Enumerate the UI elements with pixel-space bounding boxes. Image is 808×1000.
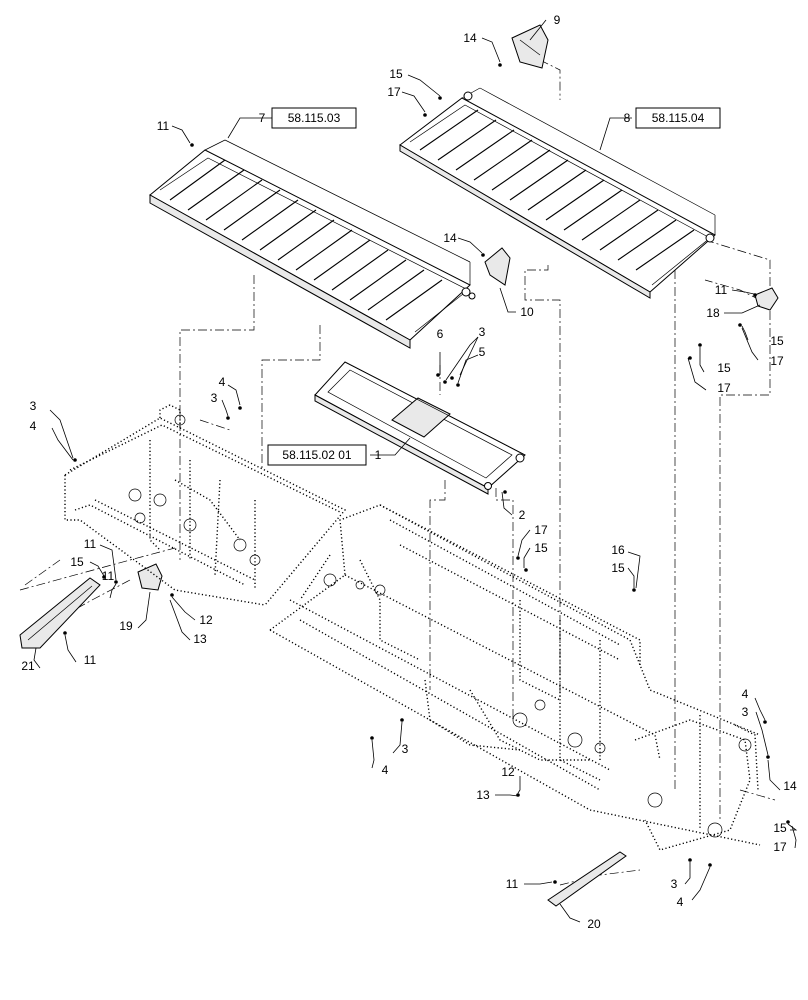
left-frame-assembly bbox=[64, 404, 347, 606]
callout-11: 11 bbox=[157, 119, 170, 133]
callout-15: 15 bbox=[534, 541, 548, 555]
callout-17: 17 bbox=[770, 354, 784, 368]
hardware-bolts bbox=[63, 63, 790, 884]
callout-7: 7 bbox=[259, 111, 266, 125]
callout-5: 5 bbox=[479, 345, 486, 359]
callout-11: 11 bbox=[84, 537, 97, 551]
callout-15: 15 bbox=[717, 361, 731, 375]
center-floor-panel bbox=[314, 361, 526, 495]
callout-4: 4 bbox=[219, 375, 226, 389]
callout-11: 11 bbox=[715, 283, 728, 297]
callout-4: 4 bbox=[30, 419, 37, 433]
callout-4: 4 bbox=[742, 687, 749, 701]
callout-9: 9 bbox=[554, 13, 561, 27]
strip-part-20 bbox=[547, 851, 627, 907]
callout-3: 3 bbox=[742, 705, 749, 719]
left-panel-slats bbox=[169, 159, 443, 321]
callout-14: 14 bbox=[463, 31, 477, 45]
shield-part-10 bbox=[484, 247, 511, 286]
callout-16: 16 bbox=[611, 543, 625, 557]
callout-15: 15 bbox=[70, 555, 84, 569]
callout-numbers: 9 14 15 17 11 7 8 14 10 11 18 15 17 15 1… bbox=[21, 13, 797, 931]
callout-12: 12 bbox=[199, 613, 213, 627]
ref-text-58-115-03: 58.115.03 bbox=[288, 111, 341, 125]
shield-part-21 bbox=[19, 577, 101, 649]
callout-14: 14 bbox=[443, 231, 457, 245]
callout-15: 15 bbox=[773, 821, 787, 835]
callout-3: 3 bbox=[671, 877, 678, 891]
callout-14: 14 bbox=[783, 779, 797, 793]
callout-19: 19 bbox=[119, 619, 133, 633]
callout-15: 15 bbox=[611, 561, 625, 575]
reference-label-58-115-04: 58.115.04 bbox=[635, 107, 721, 129]
callout-3: 3 bbox=[30, 399, 37, 413]
callout-18: 18 bbox=[706, 306, 720, 320]
callout-4: 4 bbox=[382, 763, 389, 777]
callout-17: 17 bbox=[534, 523, 548, 537]
callout-13: 13 bbox=[193, 632, 207, 646]
callout-3: 3 bbox=[479, 325, 486, 339]
callout-3: 3 bbox=[402, 742, 409, 756]
callout-21: 21 bbox=[21, 659, 35, 673]
right-floor-panel bbox=[399, 87, 716, 299]
ref-text-58-115-04: 58.115.04 bbox=[652, 111, 705, 125]
bracket-part-18 bbox=[754, 287, 779, 311]
callout-15: 15 bbox=[770, 334, 784, 348]
callout-13: 13 bbox=[476, 788, 490, 802]
callout-17: 17 bbox=[773, 840, 787, 854]
shield-part-9 bbox=[511, 24, 549, 69]
reference-label-58-115-03: 58.115.03 bbox=[271, 107, 357, 129]
callout-3: 3 bbox=[211, 391, 218, 405]
right-panel-slats bbox=[419, 109, 695, 271]
bracket-part-19 bbox=[137, 563, 163, 591]
left-floor-panel bbox=[149, 139, 476, 349]
callout-2: 2 bbox=[519, 508, 526, 522]
callout-10: 10 bbox=[520, 305, 534, 319]
main-frame-assembly bbox=[269, 504, 761, 851]
callout-11: 11 bbox=[506, 877, 519, 891]
callout-11: 11 bbox=[102, 569, 115, 583]
callout-17: 17 bbox=[387, 85, 401, 99]
callout-6: 6 bbox=[437, 327, 444, 341]
callout-8: 8 bbox=[624, 111, 631, 125]
callout-15: 15 bbox=[389, 67, 403, 81]
callout-20: 20 bbox=[587, 917, 601, 931]
reference-label-58-115-02-01: 58.115.02 01 bbox=[267, 444, 367, 466]
ref-text-58-115-02-01: 58.115.02 01 bbox=[282, 448, 352, 462]
callout-1: 1 bbox=[375, 448, 382, 462]
callout-12: 12 bbox=[501, 765, 515, 779]
callout-17: 17 bbox=[717, 381, 731, 395]
callout-11: 11 bbox=[84, 653, 97, 667]
alignment-chain-lines bbox=[19, 59, 776, 886]
leader-lines bbox=[33, 19, 798, 923]
callout-4: 4 bbox=[677, 895, 684, 909]
